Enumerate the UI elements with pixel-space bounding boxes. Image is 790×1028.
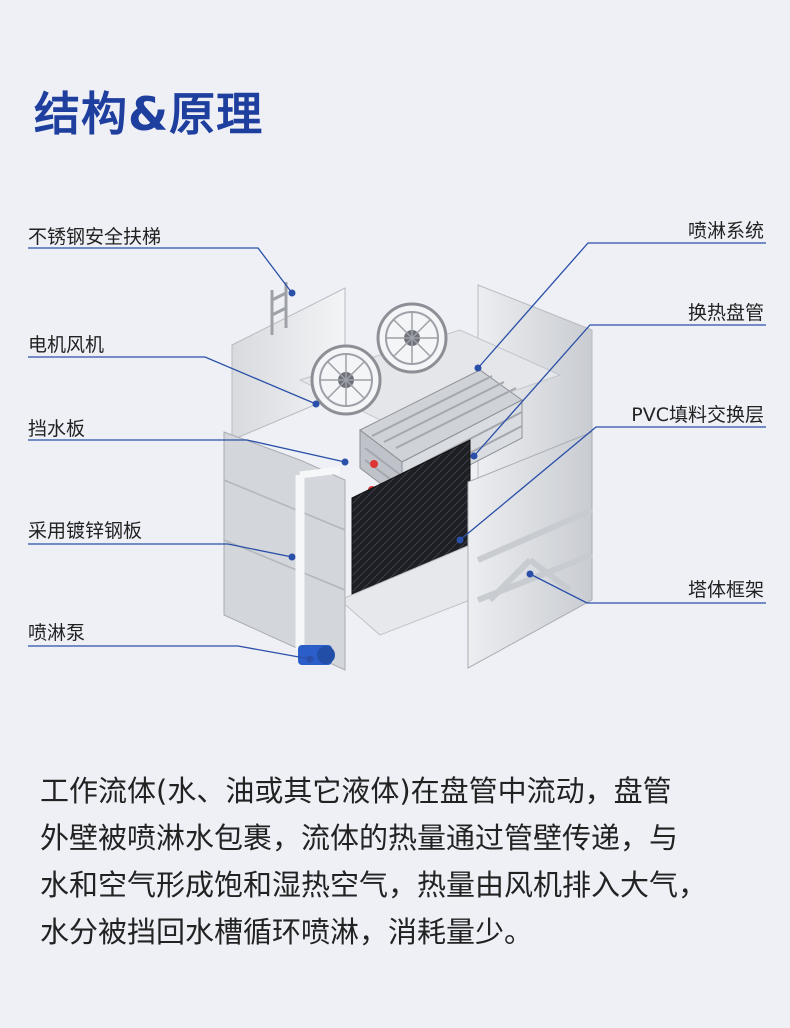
label-spray-pump: 喷淋泵	[28, 622, 86, 644]
label-tower-frame: 塔体框架	[687, 579, 764, 601]
ladder	[270, 282, 288, 335]
description-paragraph: 工作流体(水、油或其它液体)在盘管中流动，盘管 外壁被喷淋水包裹，流体的热量通过…	[40, 768, 760, 956]
label-heat-coil: 换热盘管	[687, 302, 764, 324]
front-right-panel	[467, 431, 593, 669]
label-ladder: 不锈钢安全扶梯	[28, 226, 162, 248]
label-pvc-fill: PVC填料交换层	[631, 404, 764, 426]
description-line: 水和空气形成饱和湿热空气，热量由风机排入大气，	[40, 868, 708, 902]
label-spray-system: 喷淋系统	[687, 220, 764, 242]
fan-left	[310, 344, 382, 416]
front-left-panel	[223, 431, 346, 671]
leader-lines	[28, 242, 766, 660]
description-line: 外壁被喷淋水包裹，流体的热量通过管壁传递，与	[40, 821, 679, 855]
page-title: 结构&原理	[34, 87, 264, 141]
description-line: 水分被挡回水槽循环喷淋，消耗量少。	[40, 915, 534, 949]
label-galvanized-steel: 采用镀锌钢板	[28, 520, 143, 542]
description-line: 工作流体(水、油或其它液体)在盘管中流动，盘管	[40, 774, 672, 808]
spray-pump	[298, 645, 335, 665]
tower-frame	[476, 507, 594, 603]
fan-right	[376, 302, 448, 374]
leader-dots	[288, 289, 534, 663]
label-drift-eliminator: 挡水板	[28, 418, 86, 440]
label-motor-fan: 电机风机	[28, 334, 105, 356]
